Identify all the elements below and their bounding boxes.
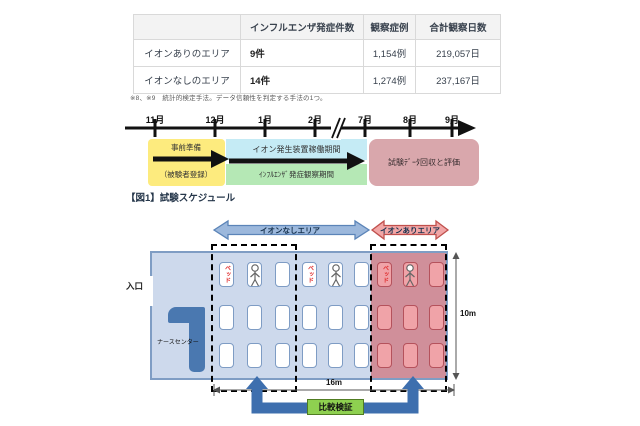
bed [302, 343, 317, 368]
results-table: インフルエンザ発症件数 観察症例 合計観察日数 イオンありのエリア 9件 1,1… [133, 14, 501, 94]
bed [377, 343, 392, 368]
total-days-value: 219,057日 [415, 39, 501, 67]
month-label: 8月 [402, 115, 418, 125]
month-label: 1月 [257, 115, 273, 125]
dim-arrow-right-icon [448, 386, 455, 394]
figure1-caption: 【図1】試験スケジュール [126, 193, 236, 204]
bed-label: ベッド [223, 265, 230, 283]
col-header-flu-cases: インフルエンザ発症件数 [240, 14, 364, 40]
month-label: 2月 [307, 115, 323, 125]
bed [429, 343, 444, 368]
col-header-blank [133, 14, 241, 40]
table-row-no-ion: イオンなしのエリア 14件 1,274例 237,167日 [133, 66, 501, 94]
bed: ベッド [302, 262, 317, 287]
area-name: イオンありのエリア [133, 39, 241, 67]
month-label: 7月 [357, 115, 373, 125]
table-footnote: ※8、※9 統計的検定手法。データ信頼性を判定する手法の1つ。 [130, 95, 327, 102]
ion-sample-area-outline [370, 244, 447, 392]
bed [354, 305, 369, 330]
dim-arrow-up-icon [452, 252, 460, 259]
bed [275, 262, 290, 287]
col-header-observed: 観察症例 [363, 14, 416, 40]
no-ion-area-label: イオンなしエリア [260, 226, 320, 235]
bed [328, 305, 343, 330]
preparation-label-line1: 事前準備 [171, 143, 201, 152]
bed-label: ベッド [306, 265, 313, 283]
bed [275, 343, 290, 368]
area-name: イオンなしのエリア [133, 66, 241, 94]
bed: ベッド [219, 262, 234, 287]
preparation-label-line2: （被験者登録） [159, 170, 213, 179]
bed [354, 262, 369, 287]
bed [377, 305, 392, 330]
bed [219, 343, 234, 368]
bed [247, 343, 262, 368]
height-dimension-label: 10m [460, 309, 477, 318]
bed [403, 343, 418, 368]
bed [429, 262, 444, 287]
entrance-label: 入口 [126, 281, 144, 291]
table-header-row: インフルエンザ発症件数 観察症例 合計観察日数 [133, 14, 501, 40]
ion-area-label: イオンありエリア [380, 226, 440, 235]
flu-observation-period-box: ｲﾝﾌﾙｴﾝｻﾞ発症観察期間 [226, 164, 367, 185]
month-label: 9月 [444, 115, 460, 125]
no-ion-sample-area-outline [211, 244, 297, 392]
bed [403, 305, 418, 330]
month-label: 12月 [205, 115, 225, 125]
table-row-ion: イオンありのエリア 9件 1,154例 219,057日 [133, 39, 501, 67]
total-days-value: 237,167日 [415, 66, 501, 94]
width-dimension-label: 16m [325, 378, 343, 387]
flu-cases-value: 9件 [240, 39, 364, 67]
bed [354, 343, 369, 368]
col-header-total-days: 合計観察日数 [415, 14, 501, 40]
bed [302, 305, 317, 330]
bed [247, 305, 262, 330]
bed: ベッド [377, 262, 392, 287]
bed [219, 305, 234, 330]
flu-cases-value: 14件 [240, 66, 364, 94]
observed-value: 1,274例 [363, 66, 416, 94]
month-label: 11月 [145, 115, 165, 125]
bed [328, 262, 343, 287]
bed [328, 343, 343, 368]
bed [429, 305, 444, 330]
dim-arrow-down-icon [452, 373, 460, 380]
axis-break-icon [331, 116, 346, 140]
ion-device-period-box: イオン発生装置稼働期間 [226, 139, 367, 160]
nurse-center-label: ナースセンター [157, 340, 199, 346]
bed [275, 305, 290, 330]
entrance-door-gap [148, 276, 153, 306]
bed-label: ベッド [381, 265, 388, 283]
evaluation-box: 試験ﾃﾞｰﾀ回収と評価 [369, 139, 479, 186]
axis-arrowhead-icon [458, 120, 476, 136]
nurse-center-shape [189, 312, 205, 372]
observed-value: 1,154例 [363, 39, 416, 67]
comparison-label-box: 比較検証 [307, 399, 364, 415]
